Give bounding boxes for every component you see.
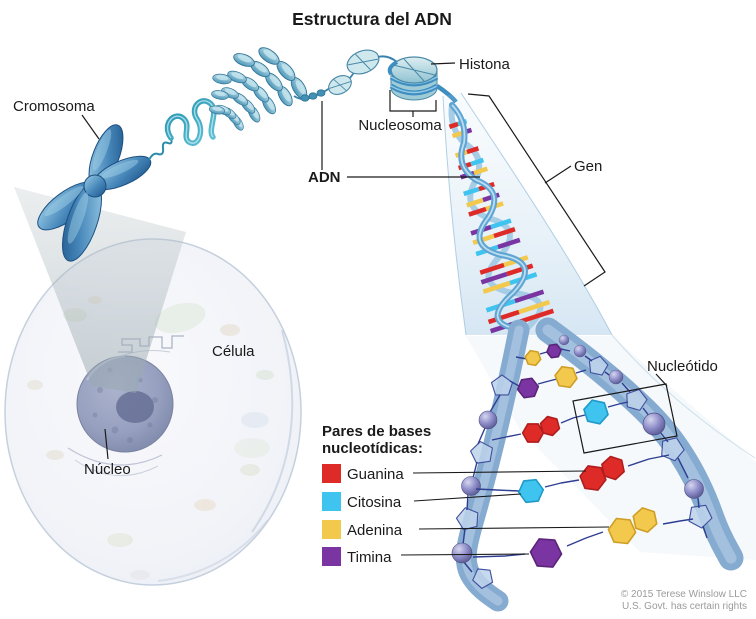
nucleotido-box: [572, 383, 678, 454]
small-histone-disc: [328, 75, 352, 95]
label-gen: Gen: [574, 158, 602, 175]
legend-swatch-timina: [322, 547, 341, 566]
credit-line2: U.S. Govt. has certain rights: [622, 601, 747, 612]
medium-histone-disc: [346, 49, 380, 75]
base-citosina-target: [516, 478, 546, 504]
helix-cone: [443, 93, 612, 335]
base-guanina-3a: [521, 423, 545, 443]
nucleosoma-bracket: [389, 90, 437, 117]
legend-heading-line1: Pares de bases: [322, 423, 431, 440]
legend-label-adenina: Adenina: [347, 522, 403, 539]
citosina-leader-line: [413, 493, 522, 502]
label-nucleotido: Nucleótido: [647, 358, 718, 375]
legend-swatch-citosina: [322, 492, 341, 511]
legend-swatch-guanina: [322, 464, 341, 483]
nucleosome-group: [328, 49, 458, 104]
unwinding-coil: [148, 137, 173, 161]
legend-label-timina: Timina: [347, 549, 392, 566]
projection-beam: [14, 187, 186, 393]
guanina-leader-line: [412, 470, 587, 474]
nucleo-leader-line: [104, 428, 109, 460]
chromosome: [37, 124, 152, 262]
gen-bracket: [467, 93, 606, 287]
nucleosome-cylinder: [387, 56, 458, 104]
label-nucleosoma: Nucleosoma: [358, 117, 442, 134]
chromatin-squiggle: [164, 98, 217, 146]
base-pair-legend: Pares de bases nucleotídicas: Guanina Ci…: [322, 423, 610, 566]
cromosoma-leader-line: [81, 114, 100, 140]
coiled-fiber-fan: [208, 44, 311, 133]
adenina-leader-line: [418, 526, 610, 530]
nucleolus: [116, 391, 154, 423]
base-timina-target: [528, 537, 564, 569]
chromatin-fiber: [148, 44, 342, 161]
credit-line1: © 2015 Terese Winslow LLC: [621, 589, 747, 600]
label-cromosoma: Cromosoma: [13, 98, 95, 115]
label-celula: Célula: [212, 343, 255, 360]
annotations: Estructura del ADN Cromosoma Histona Nuc…: [13, 9, 747, 612]
label-histona: Histona: [459, 56, 511, 73]
histona-leader-line: [430, 62, 456, 65]
label-nucleo: Núcleo: [84, 461, 131, 478]
timina-leader-line: [400, 553, 530, 556]
legend-heading-line2: nucleotídicas:: [322, 440, 423, 457]
label-adn: ADN: [308, 169, 341, 186]
dna-ladder: [451, 317, 744, 612]
base-bonds: [472, 348, 694, 558]
legend-label-guanina: Guanina: [347, 466, 404, 483]
gen-leader-line: [544, 165, 572, 184]
legend-swatch-adenina: [322, 520, 341, 539]
legend-label-citosina: Citosina: [347, 494, 402, 511]
page-title: Estructura del ADN: [292, 9, 452, 29]
